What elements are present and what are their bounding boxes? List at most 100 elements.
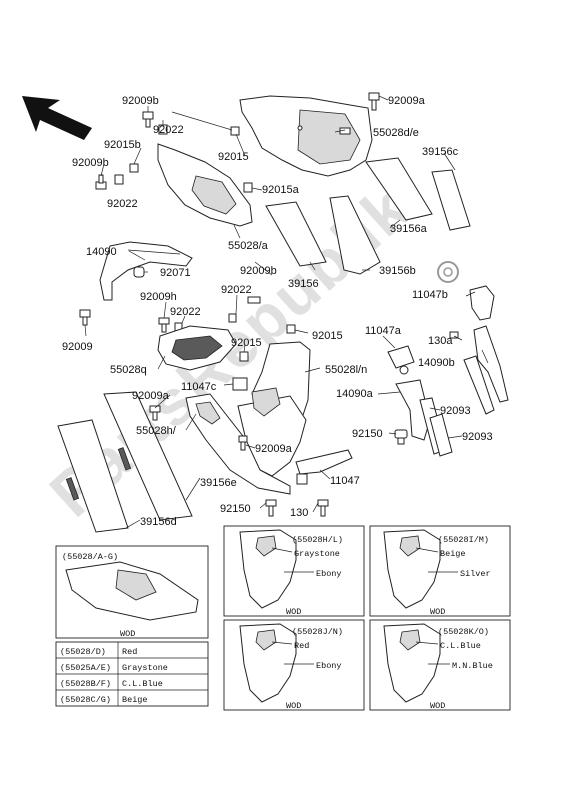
label-130: 130 [290, 507, 308, 519]
inset-d-title: (55028J/N) [292, 627, 343, 637]
inset-c-tag: WOD [430, 607, 445, 617]
washer-92022 [247, 296, 261, 304]
color-table: (55028/D) Red (55025A/E) Graystone (5502… [55, 641, 209, 707]
bolt-92009a-low [238, 435, 248, 451]
stay-11047 [295, 449, 353, 485]
inset-e-color1: C.L.Blue [440, 641, 481, 651]
nut-92071 [133, 266, 145, 278]
label-130a: 130a [428, 335, 453, 347]
grommet-92015b [129, 163, 139, 173]
inset-box-b: (55028H/L) Graystone Ebony WOD [223, 525, 365, 617]
part-labels: 92009b 92022 92009a 55028d/e 92015b 9201… [62, 95, 493, 528]
inset-a-title: (55028/A-G) [62, 552, 118, 562]
upper-cowl-shell [239, 95, 373, 177]
inset-d-color1: Red [294, 641, 309, 651]
grommet-92022-left [114, 174, 124, 185]
label-92071: 92071 [160, 267, 191, 279]
inset-d-color2: Ebony [316, 661, 342, 671]
grommet-92022-mid2 [228, 313, 237, 323]
gear-icon [437, 261, 459, 283]
label-92009a-low: 92009a [255, 443, 293, 455]
bolt-92009 [79, 309, 91, 326]
label-39156c: 39156c [422, 146, 459, 158]
inset-b-color2: Ebony [316, 569, 342, 579]
decal-39156c [431, 169, 471, 231]
label-92015b: 92015b [104, 139, 141, 151]
label-92009b-mid: 92009b [240, 265, 277, 277]
label-92009b-top: 92009b [122, 95, 159, 107]
label-92009b-left: 92009b [72, 157, 109, 169]
label-14090a: 14090a [336, 388, 374, 400]
upper-bolt-92009b [142, 111, 154, 128]
decal-39156a [365, 157, 433, 221]
bolt-92150-left [265, 499, 277, 517]
color-table-code: (55028C/G) [60, 695, 111, 705]
label-55028q: 55028q [110, 364, 147, 376]
label-55028ln: 55028l/n [325, 364, 367, 376]
label-39156e: 39156e [200, 477, 237, 489]
color-table-color: Graystone [122, 663, 168, 673]
grommet-92015-c [239, 351, 249, 362]
label-39156: 39156 [288, 278, 319, 290]
label-92009: 92009 [62, 341, 93, 353]
inset-e-color2: M.N.Blue [452, 661, 493, 671]
inset-c-color2: Silver [460, 569, 491, 579]
color-table-color: Red [122, 647, 137, 657]
bolt-92150-right [394, 429, 408, 445]
label-11047c: 11047c [181, 381, 217, 393]
label-92093-2: 92093 [462, 431, 493, 443]
inset-b-title: (55028H/L) [292, 535, 343, 545]
bracket-11047b [469, 285, 495, 321]
decal-39156e [103, 391, 193, 521]
label-55028h: 55028h/ [136, 425, 177, 437]
label-92022-top: 92022 [153, 124, 184, 136]
color-table-code: (55025A/E) [60, 663, 111, 673]
bracket-11047a [387, 345, 415, 375]
grommet-92015-mid [286, 324, 296, 334]
label-11047: 11047 [330, 475, 360, 487]
inset-c-color1: Beige [440, 549, 466, 559]
label-55028a: 55028/a [228, 240, 269, 252]
label-92022-left: 92022 [107, 198, 138, 210]
label-39156d: 39156d [140, 516, 177, 528]
front-direction-arrow-icon [22, 96, 92, 140]
decal-39156b [329, 195, 381, 275]
inset-c-title: (55028I/M) [438, 535, 489, 545]
leader-lines [84, 95, 489, 529]
decal-39156 [265, 201, 327, 267]
label-92022-mid1: 92022 [221, 284, 252, 296]
inset-e-tag: WOD [430, 701, 445, 711]
inset-e-title: (55028K/O) [438, 627, 489, 637]
inset-b-tag: WOD [286, 607, 301, 617]
label-92022-mid2: 92022 [170, 306, 201, 318]
label-39156a: 39156a [390, 223, 428, 235]
inner-panel-55028q [157, 325, 237, 371]
inset-box-e: (55028K/O) C.L.Blue M.N.Blue WOD [369, 619, 511, 711]
label-39156b: 39156b [379, 265, 416, 277]
label-14090: 14090 [86, 246, 117, 258]
bracket-14090 [99, 241, 193, 301]
grommet-92015a [243, 182, 253, 193]
label-92015-mid: 92015 [312, 330, 343, 342]
inset-b-color1: Graystone [294, 549, 340, 559]
label-11047a: 11047a [365, 325, 402, 337]
bolt-130 [317, 499, 329, 517]
color-table-color: C.L.Blue [122, 679, 163, 689]
label-92150-left: 92150 [220, 503, 251, 515]
left-bolt-92009b [95, 174, 107, 190]
color-table-code: (55028/D) [60, 647, 106, 657]
bolt-92009h [158, 317, 170, 333]
upper-bolt-92009a [368, 92, 380, 111]
left-side-panel-55028a [157, 143, 253, 227]
label-92015-top: 92015 [218, 151, 249, 163]
inset-d-tag: WOD [286, 701, 301, 711]
lower-left-panel-55028h [185, 393, 291, 495]
label-92150-right: 92150 [352, 428, 383, 440]
strip-92093-b [429, 413, 453, 457]
bracket-14090b [463, 325, 509, 415]
color-table-code: (55028B/F) [60, 679, 111, 689]
bracket-11047c [232, 377, 248, 391]
label-92093-1: 92093 [440, 405, 471, 417]
